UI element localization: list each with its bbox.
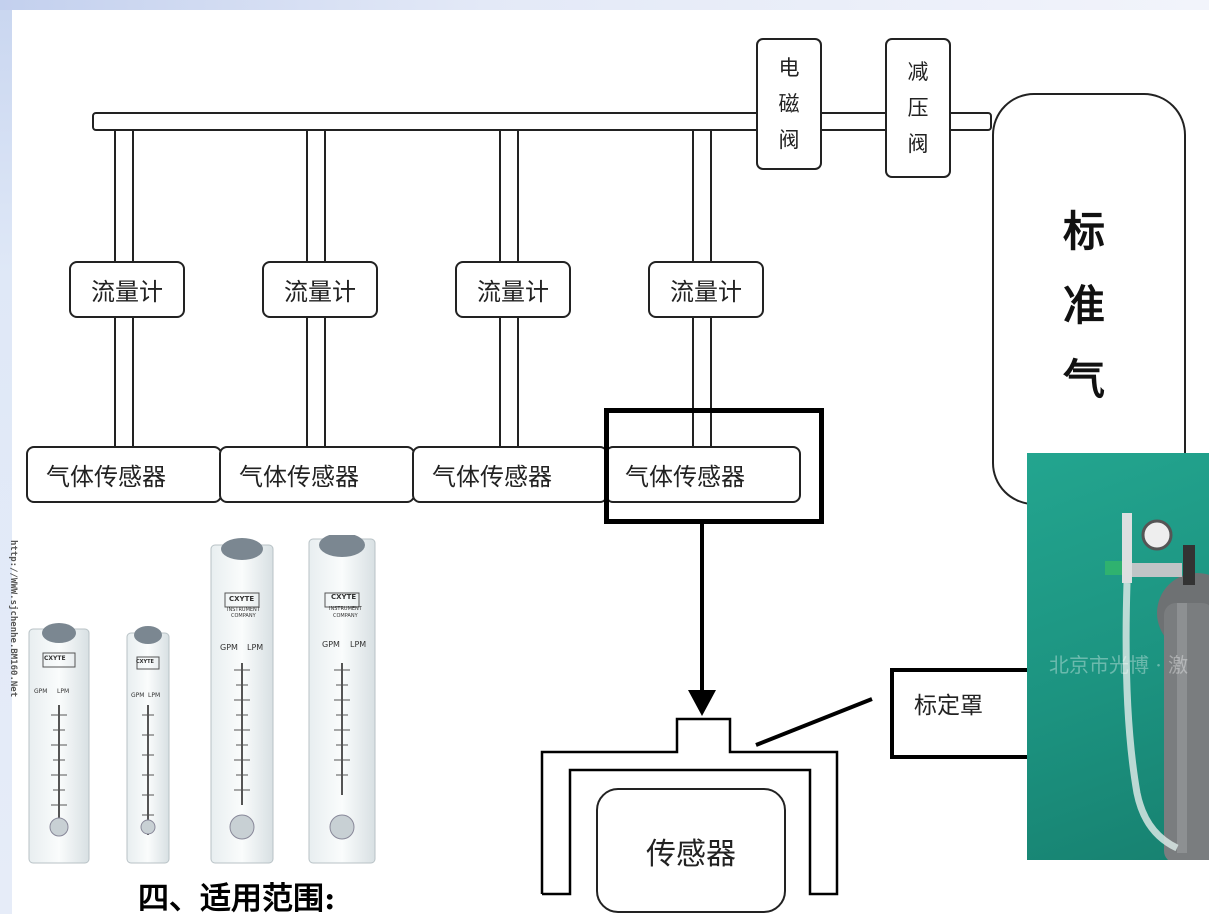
pressure-valve-char: 阀 — [908, 126, 929, 162]
rotameter-4-units-right: LPM — [350, 640, 366, 649]
branch-pipe-1-lower — [114, 316, 134, 449]
photo-watermark: 北京市光博 · 激 — [1049, 649, 1188, 678]
pressure-valve-char: 压 — [908, 90, 929, 126]
branch-pipe-2-lower — [306, 316, 326, 449]
branch-pipe-3-lower — [499, 316, 519, 449]
bottom-sensor: 传感器 — [596, 788, 786, 913]
rotameter-4-company-line1: INSTRUMENT — [329, 606, 362, 612]
rotameter-1-units-left: GPM — [34, 688, 47, 695]
gas-sensor-1: 气体传感器 — [26, 446, 222, 503]
rotameter-4-company-line2: COMPANY — [333, 613, 358, 619]
flow-arrow-head — [688, 690, 716, 716]
branch-pipe-4-upper — [692, 129, 712, 263]
calibration-hood-label: 标定罩 — [914, 686, 983, 720]
pressure-reducing-valve: 减 压 阀 — [885, 38, 951, 178]
branch-pipe-1-upper — [114, 129, 134, 263]
rotameter-2-brand: CXYTE — [136, 659, 154, 665]
calibration-hood-label-box: 标定罩 — [890, 668, 1034, 759]
rotameter-photos — [25, 535, 425, 875]
flowmeter-3: 流量计 — [455, 261, 571, 318]
flowmeter-1: 流量计 — [69, 261, 185, 318]
rotameter-1-brand: CXYTE — [44, 655, 66, 662]
cylinder-photo: 北京市光博 · 激 — [1027, 453, 1209, 860]
rotameter-4-brand: CXYTE — [331, 593, 356, 601]
slide-left-decoration — [0, 0, 12, 914]
rotameter-3-units-right: LPM — [247, 643, 263, 652]
standard-gas-char: 准 — [1054, 272, 1114, 333]
rotameter-3-units-left: GPM — [220, 643, 238, 652]
pressure-valve-char: 减 — [908, 54, 929, 90]
rotameter-3-company-line2: COMPANY — [231, 613, 256, 619]
section-caption: 四、适用范围: — [138, 873, 335, 918]
rotameter-4-units-left: GPM — [322, 640, 340, 649]
solenoid-valve-char: 电 — [779, 50, 800, 86]
hood-pointer-line — [756, 699, 872, 745]
gas-sensor-2: 气体传感器 — [219, 446, 415, 503]
rotameter-4 — [309, 535, 375, 863]
main-gas-pipe — [92, 112, 992, 131]
rotameter-1-units-right: LPM — [57, 688, 69, 695]
gas-sensor-3: 气体传感器 — [412, 446, 608, 503]
standard-gas-char: 标 — [1054, 198, 1114, 259]
rotameter-2-units-right: LPM — [148, 692, 160, 699]
flowmeter-4: 流量计 — [648, 261, 764, 318]
rotameter-3 — [211, 538, 273, 863]
rotameter-3-brand: CXYTE — [229, 595, 254, 603]
rotameter-2-units-left: GPM — [131, 692, 144, 699]
flowmeter-2: 流量计 — [262, 261, 378, 318]
branch-pipe-3-upper — [499, 129, 519, 263]
branch-pipe-2-upper — [306, 129, 326, 263]
slide-top-decoration — [0, 0, 1209, 10]
solenoid-valve-char: 磁 — [779, 86, 800, 122]
rotated-url-watermark: http://WWW.sjchenhe.BM160.Net — [8, 540, 18, 697]
solenoid-valve-char: 阀 — [779, 122, 800, 158]
sensor-highlight-frame — [604, 408, 824, 524]
standard-gas-char: 气 — [1054, 346, 1114, 407]
solenoid-valve: 电 磁 阀 — [756, 38, 822, 170]
